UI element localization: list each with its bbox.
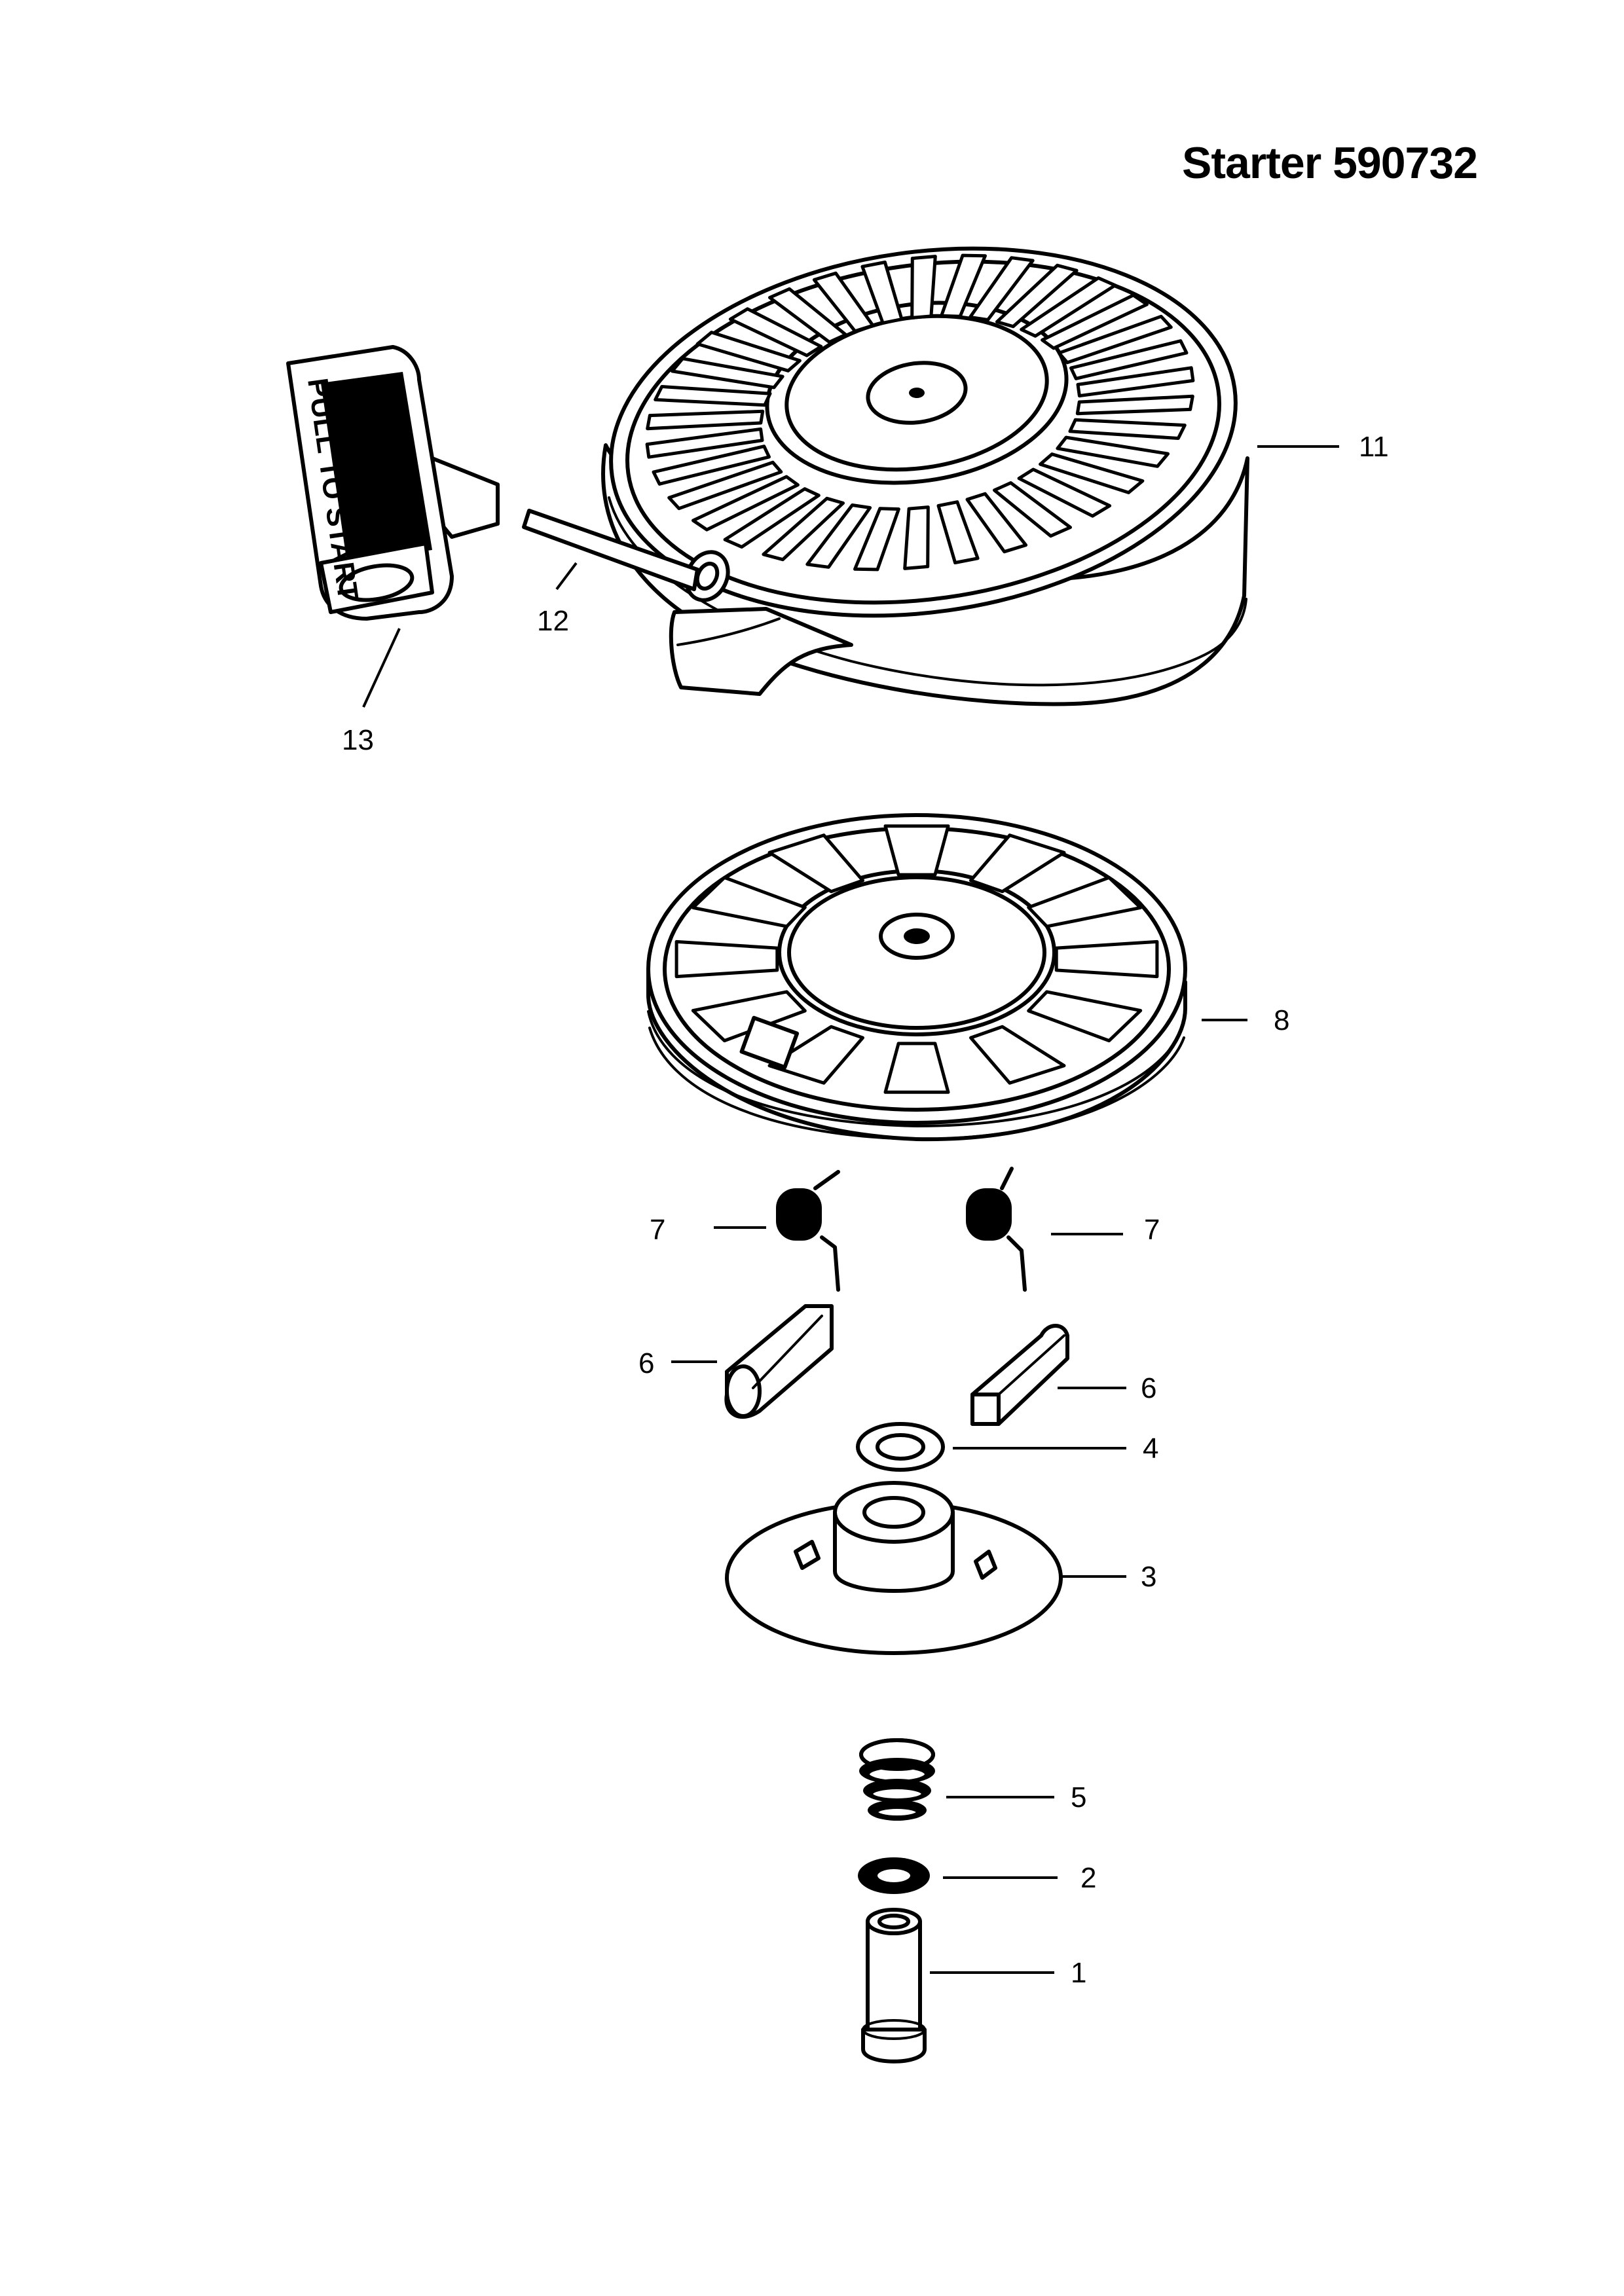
housing-vent-slot — [993, 481, 1072, 538]
spring-drawing — [859, 1738, 935, 1821]
callout-label-13: 13 — [342, 724, 374, 756]
housing-vent-slots — [645, 253, 1195, 572]
pulley-rib-window — [969, 1025, 1066, 1085]
pulley-rib-window — [767, 833, 864, 894]
pulley-rib-window — [1054, 939, 1159, 979]
pawl-spring-right-drawing — [966, 1167, 1027, 1292]
callout-5: 5 — [946, 1781, 1086, 1813]
housing-vent-slot — [1075, 394, 1194, 416]
callout-label-6-left: 6 — [638, 1347, 654, 1379]
housing-vent-slot — [646, 409, 765, 431]
washer-small-drawing — [858, 1857, 930, 1894]
callout-12: 12 — [537, 562, 578, 637]
housing-vent-slot — [940, 253, 987, 318]
housing-vent-slot — [968, 256, 1035, 321]
pulley-rib-window — [674, 939, 779, 979]
callout-label-2: 2 — [1080, 1862, 1096, 1894]
callout-label-12: 12 — [537, 605, 569, 637]
housing-vent-slot — [936, 500, 980, 564]
housing-vent-slot — [812, 271, 875, 333]
callout-7-left: 7 — [650, 1214, 766, 1246]
callout-label-5: 5 — [1071, 1781, 1086, 1813]
callout-label-7-right: 7 — [1144, 1214, 1160, 1246]
callout-label-7-left: 7 — [650, 1214, 665, 1246]
housing-vent-slot — [860, 261, 904, 325]
housing-vent-slot — [645, 427, 764, 459]
pulley-rib-window — [1027, 875, 1143, 928]
callout-1: 1 — [930, 1957, 1086, 1989]
pawl-spring-left-drawing — [776, 1170, 840, 1292]
callout-7-right: 7 — [1051, 1214, 1160, 1246]
callout-11: 11 — [1257, 431, 1389, 463]
housing-vent-slot — [723, 487, 821, 549]
housing-vent-slot — [1076, 366, 1195, 398]
housing-vent-slot — [965, 492, 1028, 554]
retainer-plate-drawing — [725, 1481, 1063, 1655]
housing-vent-slot — [1057, 314, 1173, 365]
housing-vent-slot — [728, 307, 823, 357]
housing-vent-slot — [805, 503, 872, 569]
housing-vent-slot — [1056, 435, 1170, 468]
callout-8: 8 — [1202, 1004, 1289, 1036]
housing-vent-slot — [995, 263, 1079, 329]
pulley-rib-window — [1027, 990, 1143, 1043]
rope-handle-drawing: PULL TO START — [286, 345, 500, 621]
pulley-rib-window — [969, 833, 1066, 894]
housing-vent-slot — [1068, 418, 1187, 440]
pulley-ribs — [674, 824, 1159, 1094]
housing-vent-slot — [1039, 452, 1145, 494]
pawl-left-drawing — [724, 1304, 834, 1419]
pulley-rib-window — [883, 1042, 950, 1094]
callout-13: 13 — [342, 628, 401, 756]
pulley-rib-window — [767, 1025, 864, 1085]
pulley-rib-window — [691, 875, 807, 928]
housing-vent-slot — [1041, 293, 1149, 350]
callout-3: 3 — [1061, 1561, 1156, 1593]
housing-vent-slot — [910, 255, 937, 319]
page-title: Starter 590732 — [1182, 138, 1478, 188]
housing-vent-slot — [1020, 276, 1117, 338]
starter-rope-drawing — [522, 509, 699, 591]
housing-vent-slot — [671, 357, 784, 390]
housing-vent-slot — [762, 496, 845, 562]
callout-label-11: 11 — [1359, 431, 1389, 463]
housing-vent-slot — [903, 505, 930, 570]
callout-2: 2 — [943, 1862, 1096, 1894]
callout-label-4: 4 — [1143, 1432, 1158, 1465]
callout-6-right: 6 — [1058, 1372, 1156, 1404]
starter-housing-drawing — [601, 246, 1249, 706]
washer-drawing — [856, 1422, 945, 1472]
housing-vent-slot — [692, 475, 800, 532]
housing-vent-slot — [652, 445, 771, 486]
callout-label-3: 3 — [1141, 1561, 1156, 1593]
pawl-right-drawing — [970, 1324, 1069, 1426]
callout-label-1: 1 — [1071, 1957, 1086, 1989]
housing-vent-slot — [667, 460, 783, 511]
pulley-drawing — [646, 813, 1187, 1142]
shaft-sleeve-drawing — [861, 1908, 927, 2064]
housing-vent-slot — [1017, 467, 1112, 518]
callout-4: 4 — [953, 1432, 1158, 1465]
pulley-rib-window — [883, 824, 950, 877]
housing-vent-slot — [654, 385, 772, 407]
housing-vent-slot — [853, 507, 900, 572]
housing-vent-slot — [768, 287, 847, 344]
callout-6-left: 6 — [638, 1347, 717, 1379]
housing-vent-slot — [1069, 339, 1189, 380]
callout-label-8: 8 — [1274, 1004, 1289, 1036]
callout-label-6-right: 6 — [1141, 1372, 1156, 1404]
housing-vent-slot — [695, 331, 802, 373]
